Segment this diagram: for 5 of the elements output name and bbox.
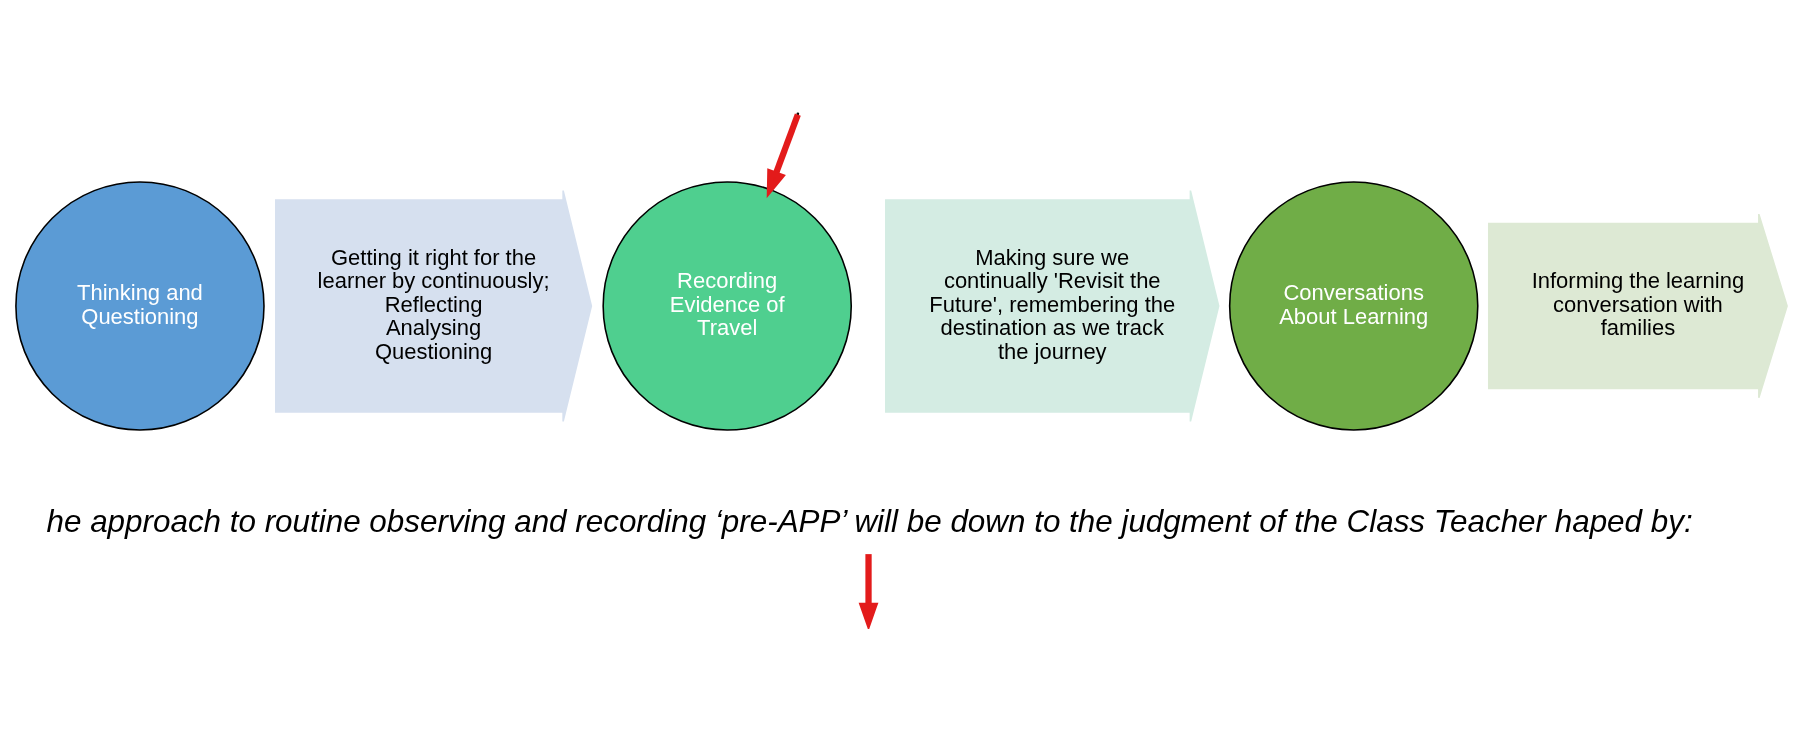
node-circle: Recording Evidence of Travel xyxy=(602,180,853,431)
arrow xyxy=(858,553,879,629)
node-circle: Thinking and Questioning xyxy=(15,180,265,431)
node-text: he approach to routine observing and recording ‘pre-APP’ will be down to the judgment of the Class Teacher haped by: xyxy=(46,503,1693,539)
node-circle: Conversations About Learning xyxy=(1228,180,1479,431)
